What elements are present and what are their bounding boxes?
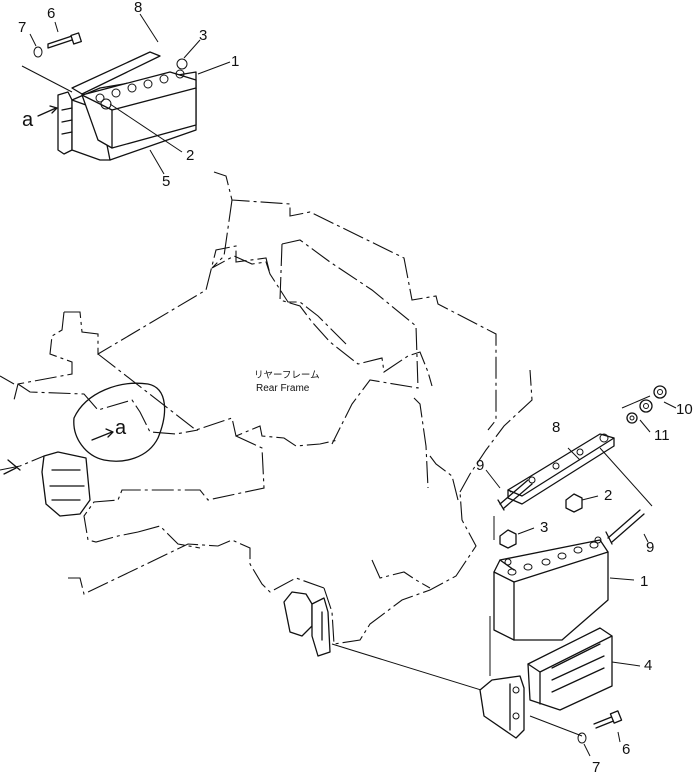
- label-9-right: 9: [646, 539, 654, 556]
- label-6: 6: [622, 741, 630, 758]
- frame-view-marker: a: [115, 417, 127, 439]
- label-3: 3: [540, 519, 548, 536]
- inset-view-marker: a: [22, 109, 34, 131]
- label-1: 1: [640, 573, 648, 590]
- inset-label-7: 7: [18, 19, 26, 36]
- label-2: 2: [604, 487, 612, 504]
- inset-label-2: 2: [186, 147, 194, 164]
- exploded-battery-assembly: 8 10 11 9 2 3 9 1 4 6 7: [331, 385, 693, 776]
- inset-label-3: 3: [199, 27, 207, 44]
- inset-label-5: 5: [162, 173, 170, 190]
- inset-label-6: 6: [47, 5, 55, 22]
- label-9-left: 9: [476, 457, 484, 474]
- label-10: 10: [676, 401, 693, 418]
- label-7: 7: [592, 759, 600, 774]
- label-4: 4: [644, 657, 652, 674]
- inset-label-8: 8: [134, 0, 142, 16]
- inset-label-1: 1: [231, 53, 239, 70]
- label-11: 11: [654, 427, 670, 444]
- label-8: 8: [552, 419, 560, 436]
- rear-frame-outline: [0, 171, 533, 645]
- frame-brackets: a: [3, 382, 331, 657]
- frame-annotation-en: Rear Frame: [256, 383, 310, 394]
- inset-battery-assembly: a 6 7 8 3 1 2 5: [18, 0, 239, 190]
- frame-annotation-jp: リヤーフレーム: [254, 370, 320, 381]
